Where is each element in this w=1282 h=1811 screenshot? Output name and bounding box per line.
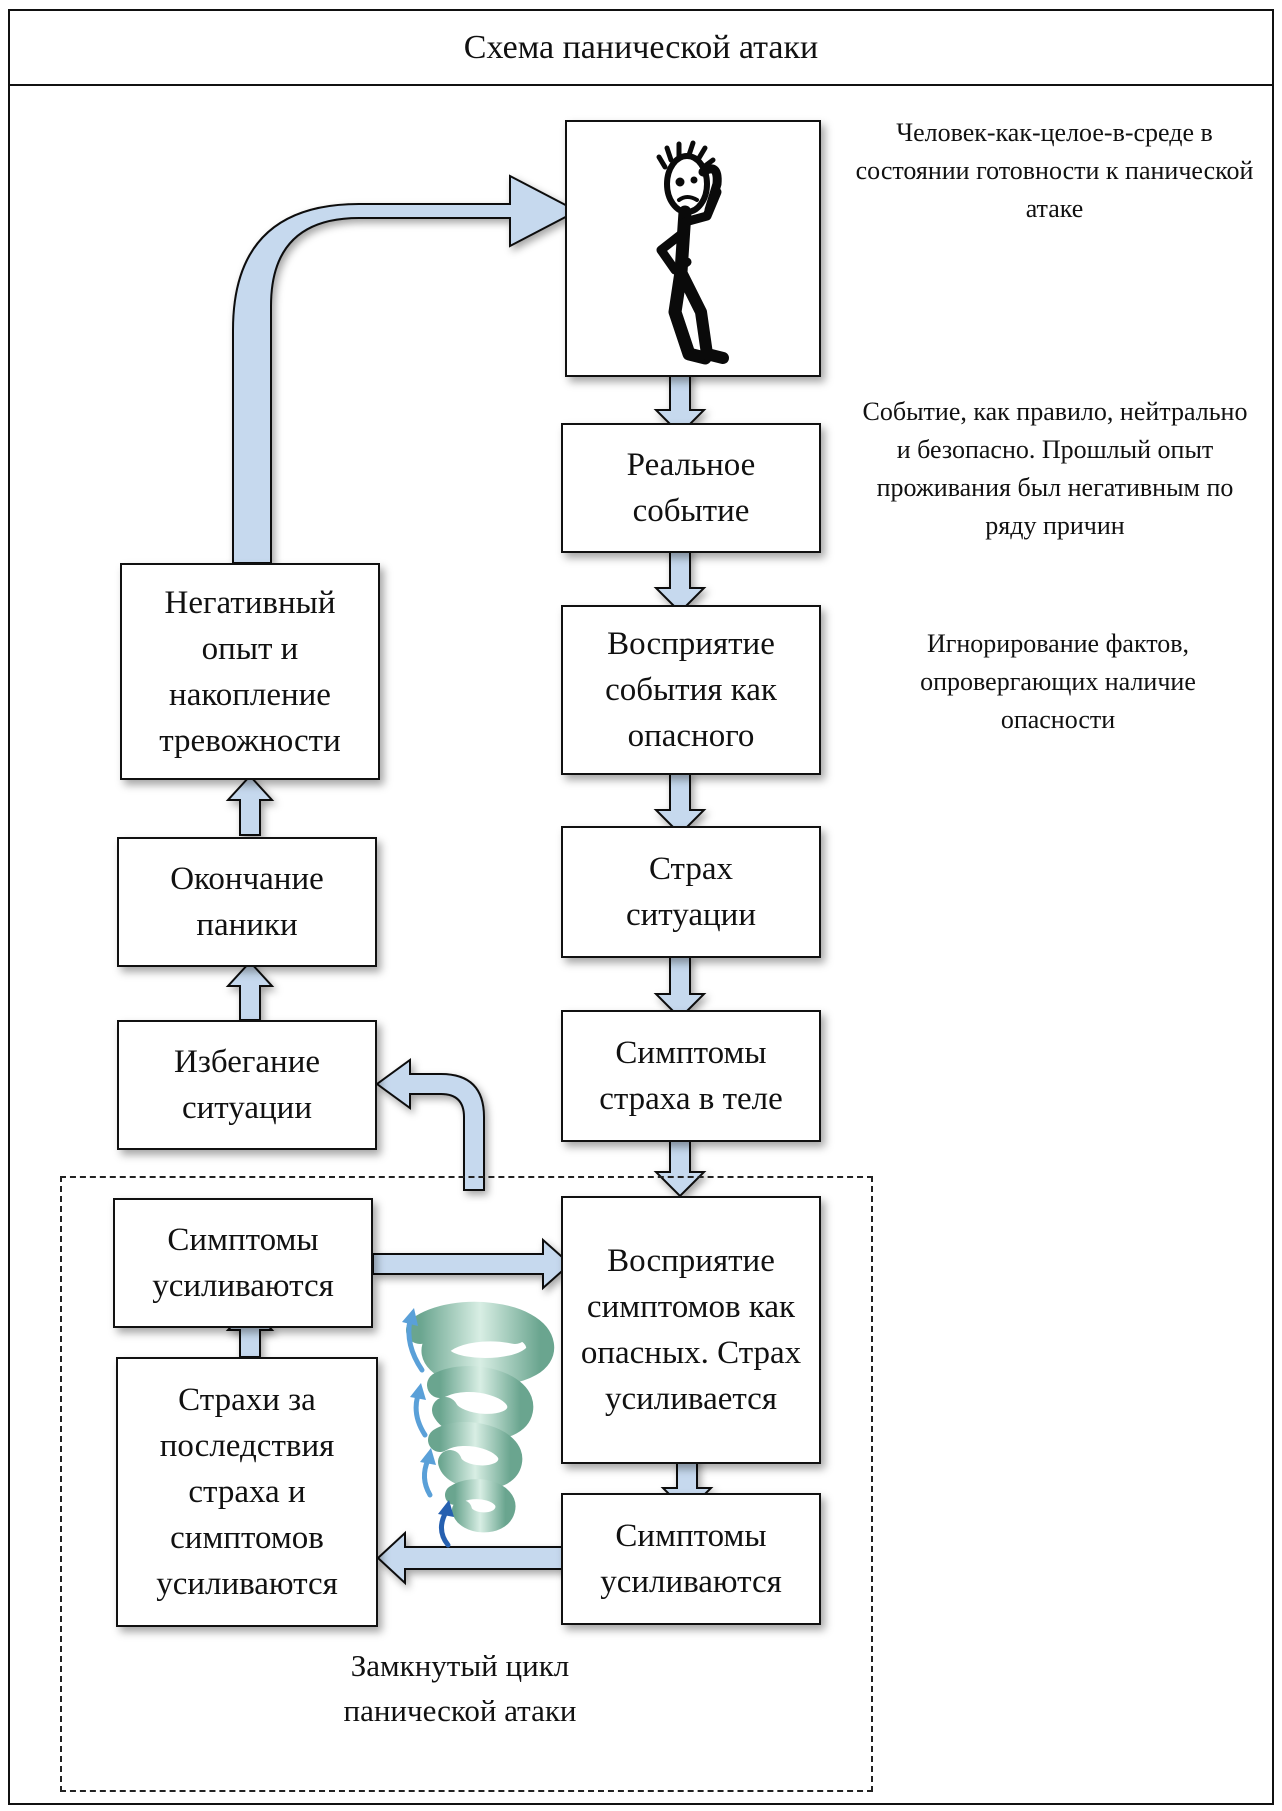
arrow-perception-to-fear — [653, 771, 707, 836]
box-fears-consequences: Страхи за последствия страха и симптомов… — [116, 1357, 378, 1627]
box-perception-symptoms: Восприятие симптомов как опасных. Страх … — [561, 1196, 821, 1464]
arrow-curve-to-person — [232, 174, 580, 564]
arrow-event-to-perception — [653, 547, 707, 614]
note-event: Событие, как правило, нейтрально и безоп… — [862, 397, 1248, 540]
box-negative-experience: Негативный опыт и накопление тревожности — [120, 563, 380, 780]
diagram-title: Схема панической атаки — [8, 9, 1274, 86]
box-perception-danger: Восприятие события как опасного — [561, 605, 821, 775]
box-symptoms-right: Симптомы усиливаются — [561, 1493, 821, 1625]
box-avoidance: Избегание ситуации — [117, 1020, 377, 1150]
box-body-symptoms: Симптомы страха в теле — [561, 1010, 821, 1142]
closed-loop-region — [60, 1176, 873, 1792]
arrow-symptoms-right-to-fears — [376, 1530, 566, 1586]
note-ignoring: Игнорирование фактов, опровергающих нали… — [920, 629, 1196, 734]
arrow-fear-to-symptoms — [653, 955, 707, 1020]
anxious-stick-figure-icon — [656, 140, 729, 365]
arrow-symptoms-to-perception-symptoms — [653, 1140, 707, 1198]
arrow-avoid-to-end — [225, 960, 275, 1021]
box-fear-situation: Страх ситуации — [561, 826, 821, 958]
spiral-tornado-icon — [402, 1301, 554, 1548]
person-image-box — [565, 120, 821, 377]
arrow-end-to-negative — [225, 774, 275, 836]
loop-caption: Замкнутый цикл панической атаки — [343, 1648, 577, 1728]
arrow-symptoms-left-to-perception — [372, 1237, 572, 1291]
box-real-event: Реальное событие — [561, 423, 821, 553]
box-symptoms-left: Симптомы усиливаются — [113, 1198, 373, 1328]
arrow-loop-to-avoidance — [375, 1058, 485, 1191]
box-end-panic: Окончание паники — [117, 837, 377, 967]
note-person: Человек-как-целое-в-среде в состоянии го… — [855, 118, 1254, 223]
